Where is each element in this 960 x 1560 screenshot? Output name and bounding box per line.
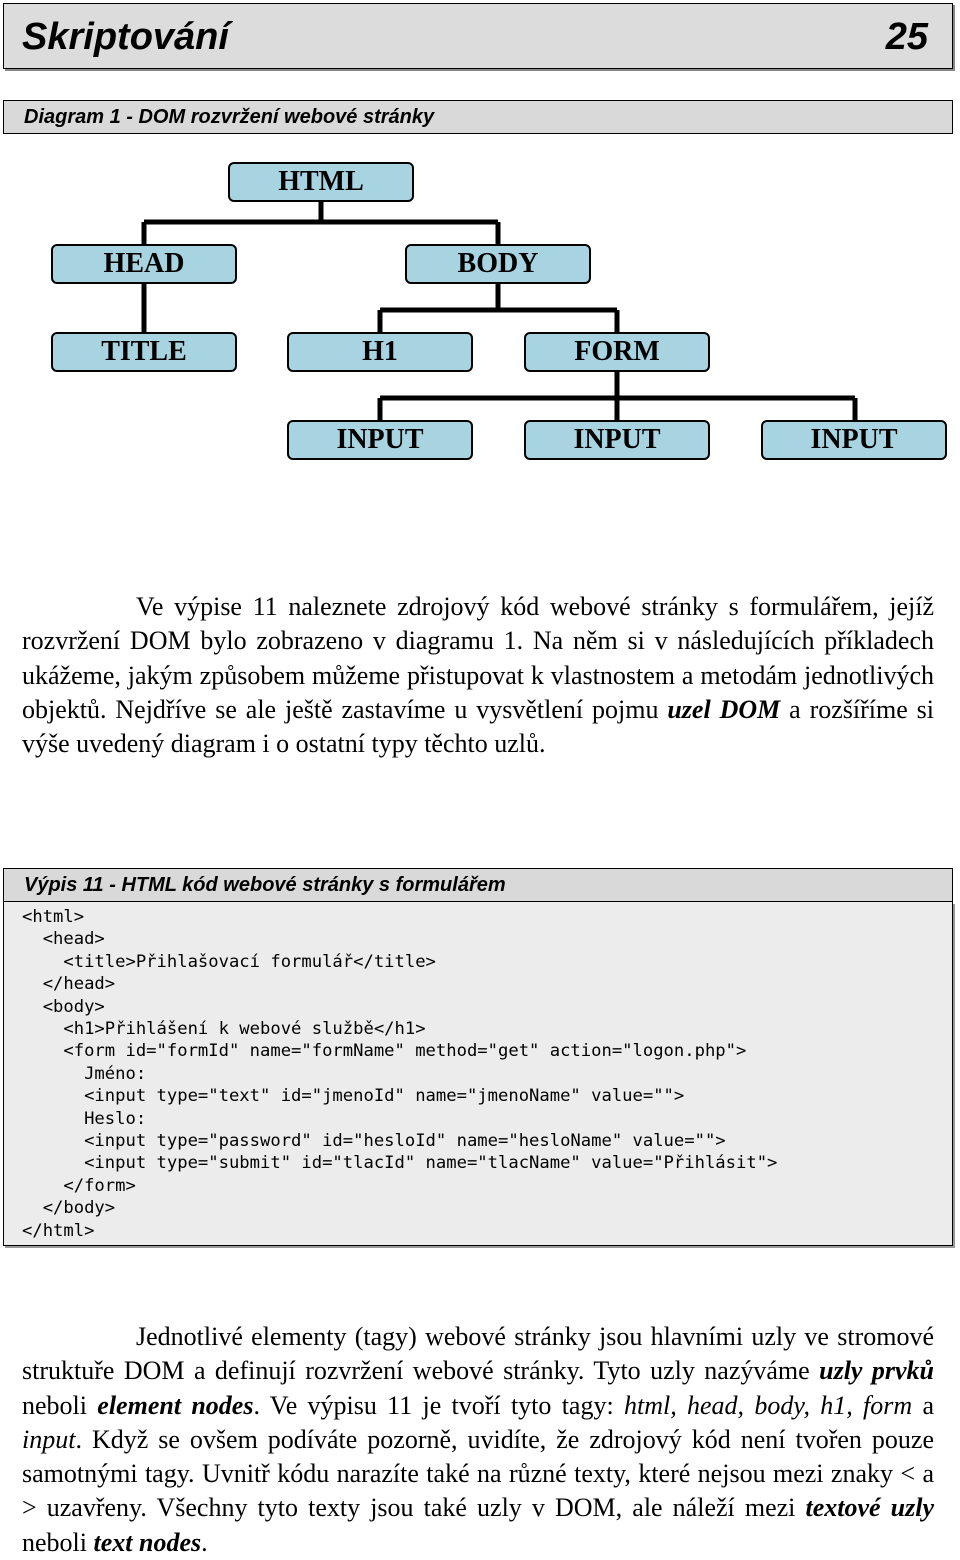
tag-list: html, head, body, h1, form (623, 1390, 913, 1420)
para2-text-7: . (201, 1527, 208, 1557)
code-line: Jméno: (22, 1063, 147, 1084)
code-line: </body> (22, 1198, 116, 1219)
chapter-title: Skriptování (22, 16, 229, 58)
node-html: HTML (228, 162, 414, 202)
node-input-3: INPUT (761, 420, 947, 460)
code-line: <input type="submit" id="tlacId" name="t… (22, 1153, 778, 1174)
code-line: <head> (22, 929, 105, 950)
page-number: 25 (885, 16, 928, 58)
term-element-nodes-cz: uzly prvků (819, 1356, 934, 1386)
node-body: BODY (405, 244, 591, 284)
para2-text-5: . Když se ovšem podíváte pozorně, uvidít… (22, 1424, 934, 1523)
code-listing: <html> <head> <title>Přihlašovací formul… (3, 902, 953, 1246)
para2-text-6: neboli (22, 1527, 94, 1557)
code-lines: <html> <head> <title>Přihlašovací formul… (22, 906, 777, 1242)
code-line: Heslo: (22, 1108, 147, 1129)
code-line: </html> (22, 1220, 95, 1241)
page-header: Skriptování 25 (3, 3, 953, 69)
node-title: TITLE (51, 332, 237, 372)
para1-text-2: a rozšíříme si výše uvedený diagram i o … (22, 694, 934, 759)
code-line: <html> (22, 907, 85, 927)
body-paragraph: Jednotlivé elementy (tagy) webové stránk… (22, 1320, 934, 1560)
term-dom-node: uzel DOM (667, 694, 781, 724)
term-element-nodes: element nodes (97, 1390, 254, 1420)
code-line: <body> (22, 996, 105, 1017)
code-line: <title>Přihlašovací formulář</title> (22, 951, 436, 972)
diagram-connectors (141, 202, 858, 420)
tag-input: input (22, 1424, 76, 1454)
listing-caption: Výpis 11 - HTML kód webové stránky s for… (3, 868, 953, 902)
code-line: <input type="text" id="jmenoId" name="jm… (22, 1086, 685, 1107)
code-line: <h1>Přihlášení k webové službě</h1> (22, 1019, 426, 1040)
para2-text-4: a (912, 1390, 934, 1420)
para2-text-2: neboli (22, 1390, 98, 1420)
diagram-caption: Diagram 1 - DOM rozvržení webové stránky (3, 100, 953, 134)
intro-paragraph: Ve výpise 11 naleznete zdrojový kód webo… (22, 590, 934, 761)
dom-diagram: HTML HEAD BODY TITLE H1 FORM INPUT INPUT… (0, 140, 960, 480)
node-input-2: INPUT (524, 420, 710, 460)
code-line: <form id="formId" name="formName" method… (22, 1041, 747, 1062)
node-head: HEAD (51, 244, 237, 284)
para1-text-1: Ve výpise 11 naleznete zdrojový kód webo… (22, 592, 934, 724)
node-form: FORM (524, 332, 710, 372)
term-text-nodes-cz: textové uzly (805, 1493, 934, 1523)
node-h1: H1 (287, 332, 473, 372)
term-text-nodes: text nodes (93, 1527, 202, 1557)
para2-text-3: . Ve výpisu 11 je tvoří tyto tagy: (253, 1390, 624, 1420)
code-line: </head> (22, 974, 116, 995)
para2-text-1: Jednotlivé elementy (tagy) webové stránk… (22, 1322, 934, 1386)
code-line: </form> (22, 1175, 136, 1196)
node-input-1: INPUT (287, 420, 473, 460)
code-line: <input type="password" id="hesloId" name… (22, 1131, 726, 1152)
